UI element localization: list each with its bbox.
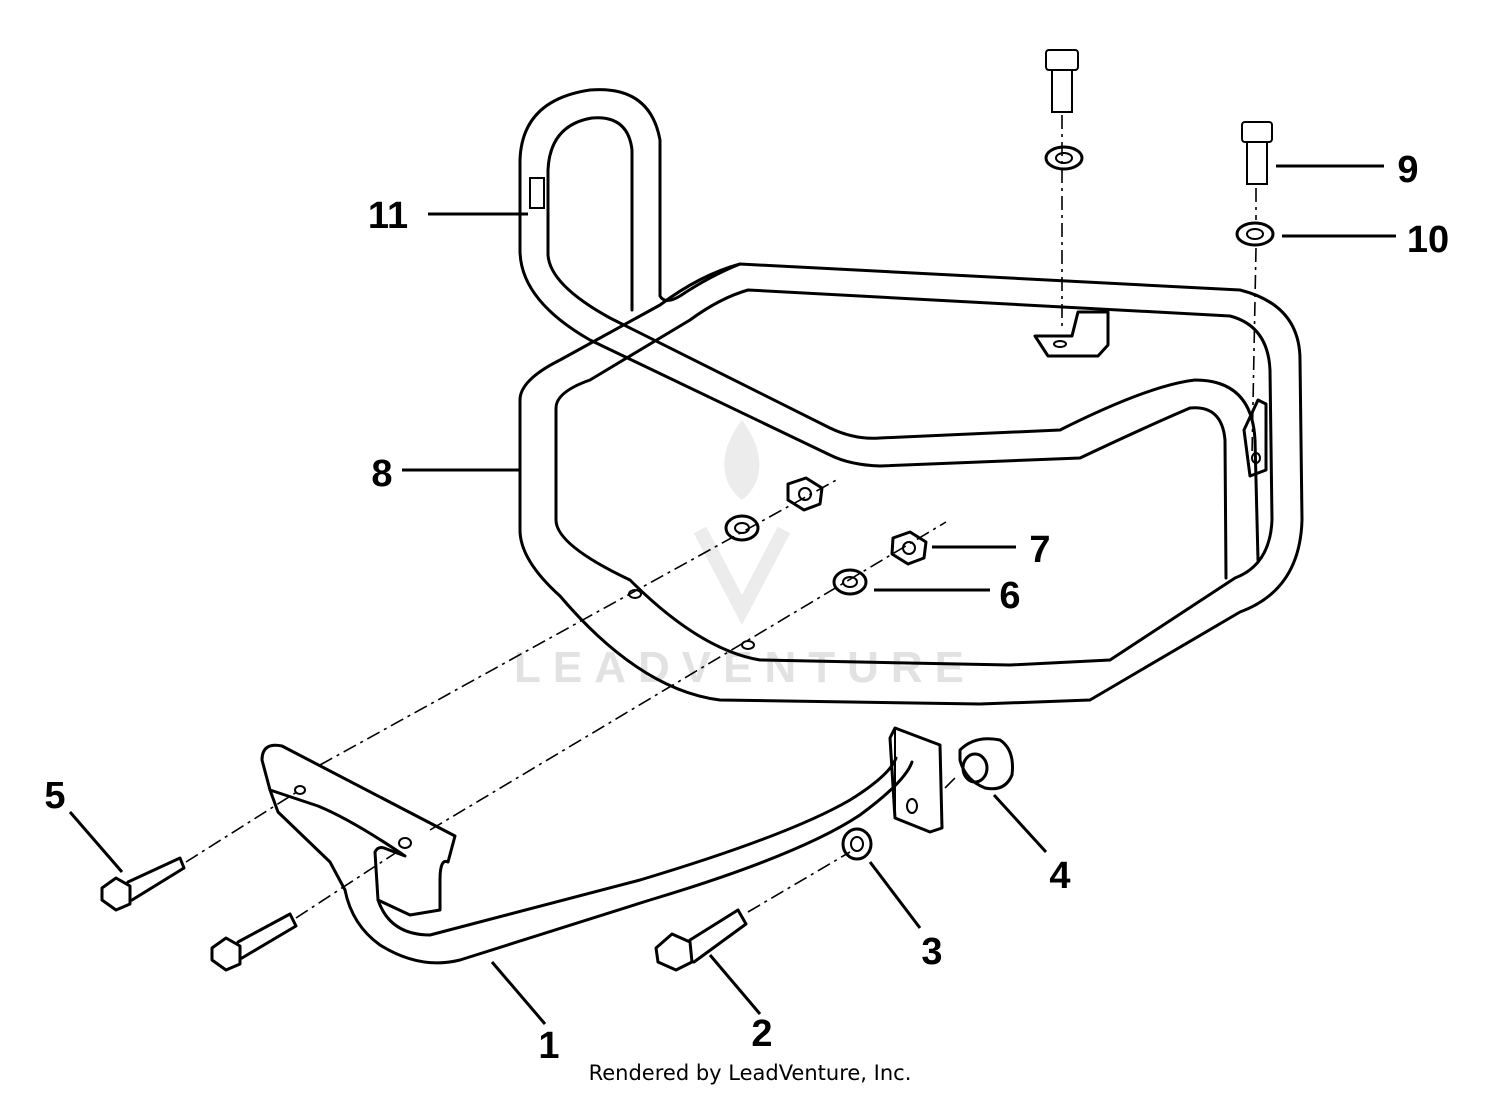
watermark: LEADVENTURE <box>514 420 976 692</box>
part-7-nut-left <box>786 476 824 512</box>
callout-8: 8 <box>371 453 392 495</box>
part-5-bolt-upper <box>100 856 186 912</box>
bar-plate-lower <box>268 788 347 892</box>
leader-2 <box>708 954 762 1015</box>
bar-plate <box>260 743 457 917</box>
callout-3: 3 <box>921 931 942 973</box>
leader-1 <box>490 961 547 1025</box>
watermark-flame-icon <box>724 420 760 500</box>
bolt-head <box>1045 49 1079 71</box>
frame-inner <box>554 288 1274 667</box>
callout-4: 4 <box>1049 855 1070 897</box>
callout-labels: 11 8 9 10 7 6 5 4 3 2 1 <box>44 149 1449 1067</box>
part-10-washer <box>1235 221 1275 247</box>
part-6-washer <box>832 568 868 596</box>
handle-cross-inner <box>546 253 1260 562</box>
callout-11: 11 <box>368 195 408 237</box>
bar-tube-inner <box>376 756 898 937</box>
callout-6: 6 <box>999 575 1020 617</box>
frame-hole-right <box>741 640 755 650</box>
part-1-lower-bar <box>260 726 944 965</box>
callout-2: 2 <box>751 1013 772 1055</box>
assembly-lines <box>185 115 1257 919</box>
bolt-head <box>1241 121 1273 143</box>
part-10-washer-rear <box>1044 145 1084 171</box>
frame-outer <box>518 262 1304 706</box>
part-5-bolt-lower <box>210 912 298 972</box>
leader-4 <box>992 793 1048 854</box>
watermark-v-icon <box>693 526 791 626</box>
callout-10: 10 <box>1407 219 1449 261</box>
footer-credit: Rendered by LeadVenture, Inc. <box>588 1061 912 1085</box>
handle-inner <box>546 116 634 312</box>
part-4-spacer <box>958 737 1014 791</box>
leader-5 <box>68 811 124 873</box>
handle-cross-outer <box>518 248 1228 580</box>
part-11-handle-loop <box>518 88 1260 580</box>
watermark-text: LEADVENTURE <box>514 643 976 692</box>
leader-3 <box>868 861 922 929</box>
bar-tube-outer <box>343 760 914 965</box>
part-9-bolt-rear <box>1045 49 1079 113</box>
bolt-shank <box>1246 141 1268 185</box>
bolt-shank <box>1051 69 1073 113</box>
handle-grip-band <box>529 177 545 209</box>
frame-mounting-brackets <box>1033 310 1268 478</box>
callout-1: 1 <box>538 1025 559 1067</box>
part-2-bolt <box>654 908 748 972</box>
rear-bracket <box>1033 310 1110 358</box>
handle-outer <box>518 88 742 302</box>
side-bracket <box>1242 398 1268 478</box>
callout-9: 9 <box>1397 149 1418 191</box>
part-9-bolt <box>1241 121 1273 185</box>
end-plate <box>888 726 944 834</box>
callout-5: 5 <box>44 775 65 817</box>
leader-lines <box>68 164 1396 1025</box>
callout-7: 7 <box>1029 529 1050 571</box>
part-8-guard-frame <box>518 262 1304 706</box>
part-6-washer-left <box>724 514 760 542</box>
part-3-washer <box>841 827 873 861</box>
